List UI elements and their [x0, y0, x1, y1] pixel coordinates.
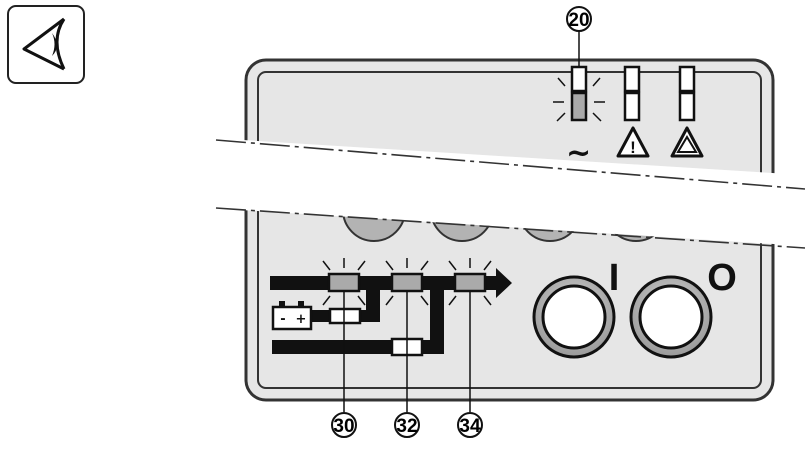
callout-32: 32: [394, 291, 420, 438]
callout-34: 34: [457, 291, 483, 438]
on-button[interactable]: [532, 275, 616, 359]
ac-led-upper: [570, 65, 588, 93]
callout-30: 30: [331, 291, 357, 438]
fault-triangle-icon: [670, 126, 704, 158]
battery-icon: - +: [271, 301, 313, 331]
callout-34-label: 34: [459, 416, 481, 437]
fault-led-lower: [678, 91, 696, 122]
battery-switch: [328, 307, 362, 325]
off-button[interactable]: [629, 275, 713, 359]
ac-led-glow-rays: [553, 77, 605, 122]
battery-led: [322, 258, 366, 306]
fault-led-upper: [678, 65, 696, 93]
ac-symbol: ~: [566, 136, 591, 171]
on-button-label: I: [609, 257, 620, 299]
bypass-branch: [420, 290, 444, 354]
svg-text:+: +: [296, 312, 307, 327]
eye-view-icon: [7, 5, 85, 84]
svg-text:!: !: [630, 138, 636, 157]
callout-32-label: 32: [396, 416, 417, 437]
battery-connector: [312, 310, 330, 322]
battery-branch: [358, 290, 380, 322]
power-flow-diagram: - +: [270, 258, 512, 357]
top-indicator-group: ~ !: [553, 65, 704, 171]
svg-text:-: -: [280, 312, 285, 327]
bypass-line: [272, 340, 392, 354]
panel-break: [210, 138, 805, 249]
off-button-label: O: [707, 257, 737, 299]
callout-20-label: 20: [568, 10, 589, 31]
warning-led-lower: [623, 91, 641, 122]
warning-triangle-icon: !: [616, 126, 650, 158]
ac-led-lit: [570, 91, 588, 122]
warning-led-upper: [623, 65, 641, 93]
output-led: [448, 258, 492, 306]
callout-20: 20: [566, 6, 592, 67]
callout-30-label: 30: [333, 416, 354, 437]
